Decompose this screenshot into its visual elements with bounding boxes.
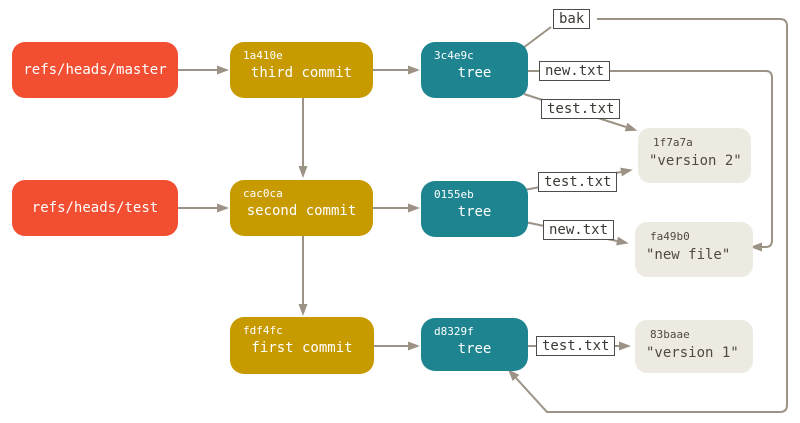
- tree-d8329f-hash: d8329f: [434, 325, 474, 338]
- blob-box-1f7a7a: 1f7a7a "version 2": [638, 128, 751, 183]
- commit-second-message: second commit: [246, 203, 357, 219]
- commit-first-hash: fdf4fc: [243, 324, 283, 337]
- ref-test-label: refs/heads/test: [31, 200, 159, 216]
- tree-0155eb-hash: 0155eb: [434, 188, 474, 201]
- blob-83baae-content: "version 1": [646, 345, 739, 361]
- edge-label-newtxt-mid: new.txt: [543, 220, 615, 240]
- edge-label-testtxt-top: test.txt: [541, 99, 621, 119]
- blob-fa49b0-hash: fa49b0: [650, 230, 690, 243]
- tree-d8329f-label: tree: [457, 341, 492, 357]
- blob-83baae-hash: 83baae: [650, 328, 690, 341]
- commit-box-first: fdf4fc first commit: [230, 317, 374, 374]
- tree-0155eb-label: tree: [457, 204, 492, 220]
- ref-box-master: refs/heads/master: [12, 42, 178, 98]
- tree-box-3c4e9c: 3c4e9c tree: [421, 42, 528, 98]
- commit-box-second: cac0ca second commit: [230, 180, 373, 236]
- tree-box-0155eb: 0155eb tree: [421, 181, 528, 237]
- blob-1f7a7a-content: "version 2": [649, 153, 742, 169]
- blob-fa49b0-content: "new file": [646, 247, 731, 263]
- commit-box-third: 1a410e third commit: [230, 42, 373, 98]
- edge-bak-stub: [522, 26, 552, 49]
- blob-1f7a7a-hash: 1f7a7a: [653, 136, 693, 149]
- commit-third-hash: 1a410e: [243, 49, 283, 62]
- commit-third-message: third commit: [250, 65, 353, 81]
- blob-box-fa49b0: fa49b0 "new file": [635, 222, 753, 277]
- commit-first-message: first commit: [251, 340, 353, 356]
- ref-box-test: refs/heads/test: [12, 180, 178, 236]
- tree-box-d8329f: d8329f tree: [421, 318, 528, 371]
- tree-3c4e9c-label: tree: [457, 65, 492, 81]
- commit-second-hash: cac0ca: [243, 187, 283, 200]
- ref-master-label: refs/heads/master: [23, 62, 167, 78]
- blob-box-83baae: 83baae "version 1": [635, 320, 753, 373]
- tree-3c4e9c-hash: 3c4e9c: [434, 49, 474, 62]
- edge-label-bak: bak: [553, 9, 591, 29]
- edge-label-testtxt-mid: test.txt: [538, 172, 618, 192]
- edge-label-testtxt-bottom: test.txt: [536, 336, 616, 356]
- edge-label-newtxt-top: new.txt: [539, 61, 611, 81]
- edge-bak-to-d8329f-tree: [507, 18, 788, 413]
- edge-newtxt-top-to-fa49b0: [528, 70, 773, 252]
